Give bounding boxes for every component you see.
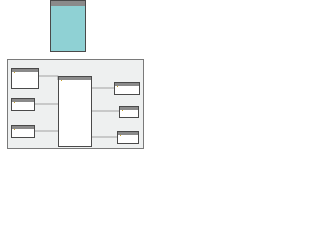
right-middle-entity-table[interactable]: [119, 106, 139, 118]
left-bottom-entity-field: [12, 132, 34, 135]
right-middle-entity-field: [120, 113, 138, 116]
top-entity-table[interactable]: [50, 0, 86, 52]
left-top-entity-field: [12, 84, 38, 87]
central-entity-table[interactable]: [58, 76, 92, 147]
left-middle-entity-field: [12, 105, 34, 108]
central-entity-title: [59, 77, 91, 80]
left-bottom-entity-table[interactable]: [11, 125, 35, 138]
right-bottom-entity-field: [118, 138, 138, 141]
left-top-entity-field: [12, 72, 38, 75]
key-icon: [14, 102, 15, 103]
right-top-entity-table[interactable]: [114, 82, 140, 95]
left-middle-entity-field: [12, 102, 34, 105]
key-icon: [61, 80, 62, 81]
right-middle-entity-field: [120, 110, 138, 113]
key-icon: [14, 129, 15, 130]
key-icon: [117, 86, 118, 87]
key-icon: [14, 72, 15, 73]
right-bottom-entity-title: [118, 132, 138, 135]
right-top-entity-field: [115, 86, 139, 89]
left-top-entity-title: [12, 69, 38, 72]
right-top-entity-title: [115, 83, 139, 86]
central-entity-field: [59, 140, 91, 143]
left-middle-entity-table[interactable]: [11, 98, 35, 111]
left-bottom-entity-title: [12, 126, 34, 129]
left-middle-entity-title: [12, 99, 34, 102]
right-top-entity-field: [115, 89, 139, 92]
right-bottom-entity-table[interactable]: [117, 131, 139, 144]
link-tl-center: [39, 75, 59, 80]
right-middle-entity-title: [120, 107, 138, 110]
left-top-entity-table[interactable]: [11, 68, 39, 89]
key-icon: [122, 110, 123, 111]
left-bottom-entity-field: [12, 129, 34, 132]
top-entity-title: [51, 1, 85, 6]
central-entity-field: [59, 80, 91, 83]
key-icon: [120, 135, 121, 136]
right-bottom-entity-field: [118, 135, 138, 138]
